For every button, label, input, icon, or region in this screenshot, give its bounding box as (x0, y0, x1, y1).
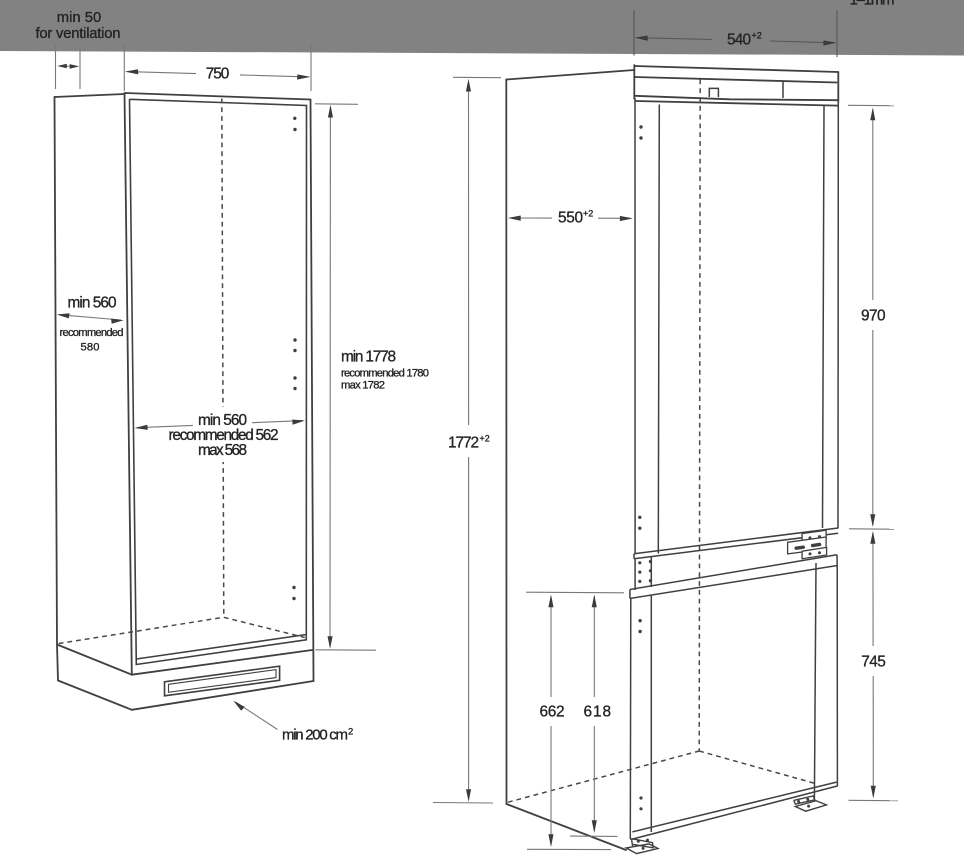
svg-text:550: 550 (558, 210, 583, 227)
svg-text:970: 970 (861, 308, 886, 325)
svg-text:750: 750 (206, 66, 230, 83)
svg-text:min 200 cm: min 200 cm (282, 727, 348, 744)
svg-text:745: 745 (861, 654, 886, 671)
svg-text:+2: +2 (480, 434, 490, 444)
svg-text:min 50: min 50 (57, 10, 101, 26)
svg-text:min 1778: min 1778 (341, 349, 396, 366)
svg-text:min 560: min 560 (198, 412, 247, 429)
svg-text:580: 580 (81, 342, 100, 354)
svg-text:618: 618 (584, 704, 612, 721)
svg-text:recommended 562: recommended 562 (169, 427, 279, 444)
svg-text:for ventilation: for ventilation (36, 26, 121, 42)
svg-text:min 560: min 560 (68, 295, 117, 312)
svg-text:max 1782: max 1782 (341, 380, 385, 392)
svg-text:max 568: max 568 (198, 442, 247, 459)
svg-text:+2: +2 (583, 209, 593, 219)
svg-text:2: 2 (348, 727, 353, 738)
svg-text:+2: +2 (752, 31, 762, 41)
svg-text:1–1mm: 1–1mm (850, 0, 895, 9)
svg-text:recommended 1780: recommended 1780 (341, 368, 429, 380)
svg-text:1772: 1772 (448, 435, 479, 452)
svg-text:recommended: recommended (60, 327, 124, 339)
svg-text:540: 540 (727, 32, 751, 49)
svg-text:662: 662 (540, 704, 565, 721)
